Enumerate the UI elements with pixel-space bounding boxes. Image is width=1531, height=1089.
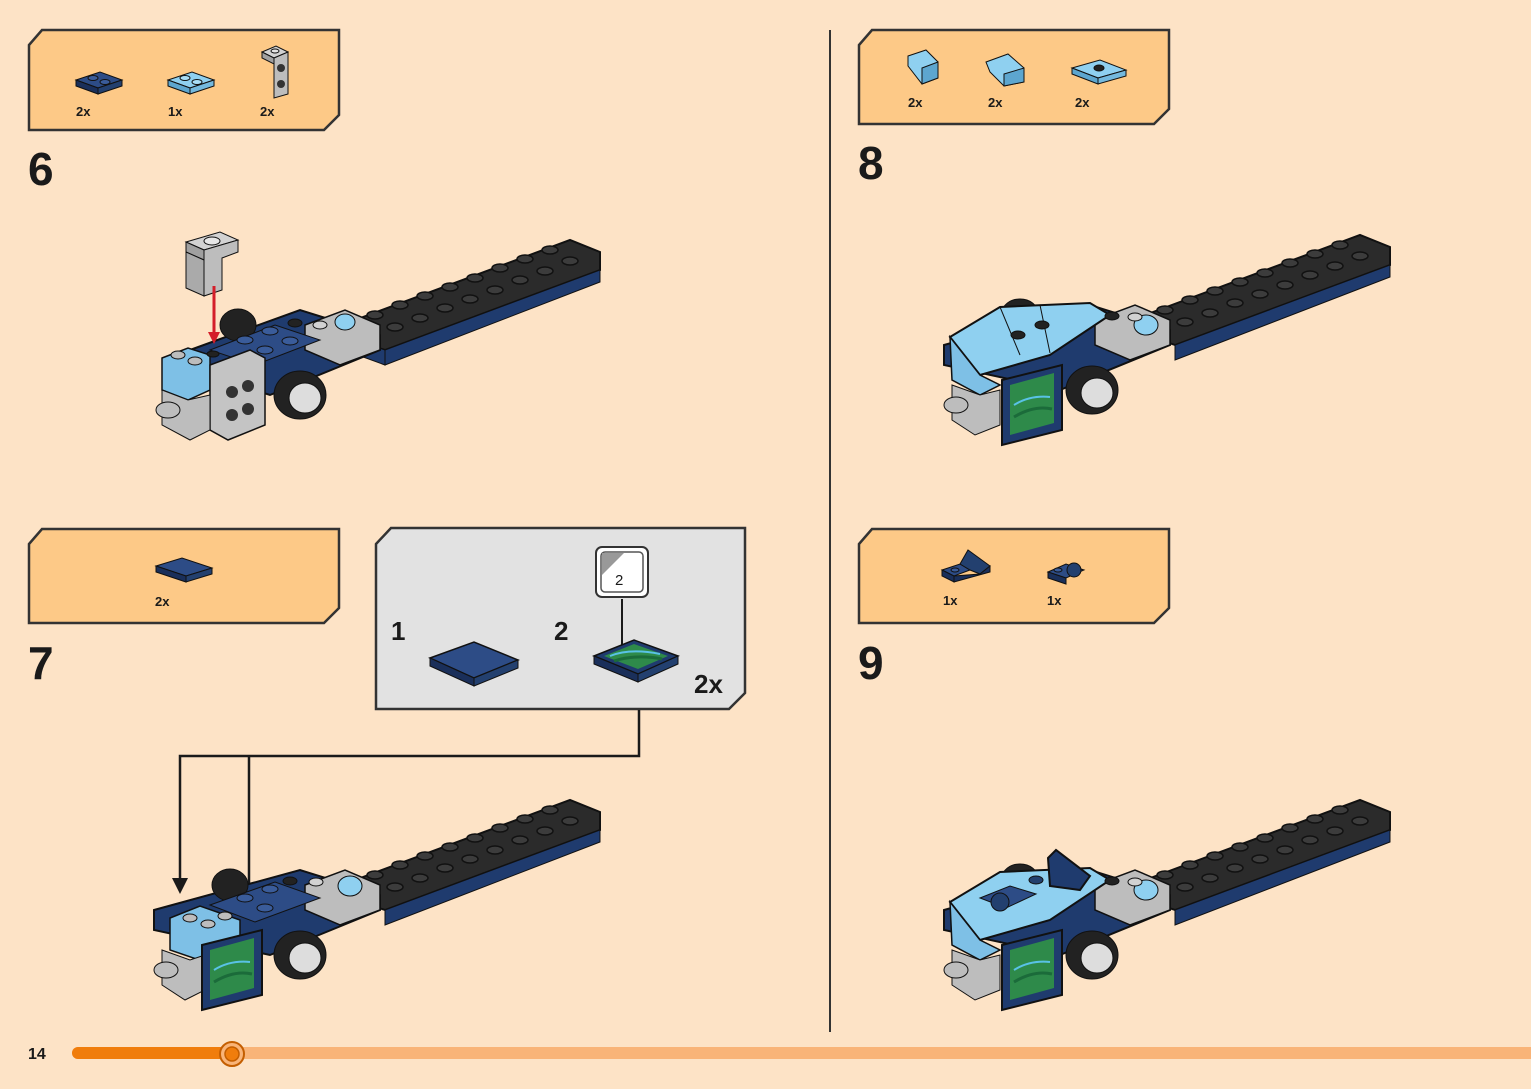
printed-tile-icon — [592, 639, 680, 683]
step-9-part-2-qty: 1x — [1047, 593, 1062, 608]
step-8-part-1-qty: 2x — [908, 95, 923, 110]
dark-blue-plate-1x2-icon — [74, 71, 124, 95]
progress-marker-icon — [219, 1041, 245, 1067]
step-9-number: 9 — [858, 637, 884, 689]
light-blue-plate-1x2-icon — [166, 71, 216, 95]
step-6-part-3-qty: 2x — [260, 104, 275, 119]
step-6-part-1-qty: 2x — [76, 104, 91, 119]
dark-blue-tile-2x2-icon — [154, 557, 214, 583]
sticker-number: 2 — [615, 572, 624, 589]
step-9-part-1-qty: 1x — [943, 593, 958, 608]
step-7-part-1-qty: 2x — [155, 594, 170, 609]
light-blue-jumper-plate-icon — [1070, 59, 1128, 85]
step-9-parts-callout — [857, 527, 1171, 625]
dark-blue-clip-icon — [1046, 562, 1086, 585]
step-6-part-2-qty: 1x — [168, 104, 183, 119]
dark-blue-fin-icon — [940, 549, 991, 583]
step-8-part-3-qty: 2x — [1075, 95, 1090, 110]
step-7-car-model — [153, 798, 601, 1012]
sticker-sheet-icon — [595, 546, 649, 645]
dark-blue-tile-2x2-icon — [428, 641, 520, 687]
sub-assembly-qty: 2x — [694, 669, 723, 699]
gray-bracket-icon — [260, 45, 290, 99]
progress-track — [72, 1047, 1531, 1059]
step-8-car-model — [943, 233, 1391, 447]
step-9-car-model — [943, 798, 1391, 1012]
page-number: 14 — [28, 1046, 46, 1063]
step-8-part-2-qty: 2x — [988, 95, 1003, 110]
progress-fill — [72, 1047, 232, 1059]
sub-step-1-label: 1 — [391, 616, 406, 646]
light-blue-wing-icon — [985, 53, 1025, 87]
step-8-number: 8 — [858, 137, 884, 189]
light-blue-slope-icon — [907, 49, 939, 85]
step-7-number: 7 — [28, 637, 54, 689]
step-6-car-model — [155, 231, 601, 441]
step-6-number: 6 — [28, 143, 54, 195]
sub-step-2-label: 2 — [554, 616, 569, 646]
page-divider — [829, 30, 831, 1032]
